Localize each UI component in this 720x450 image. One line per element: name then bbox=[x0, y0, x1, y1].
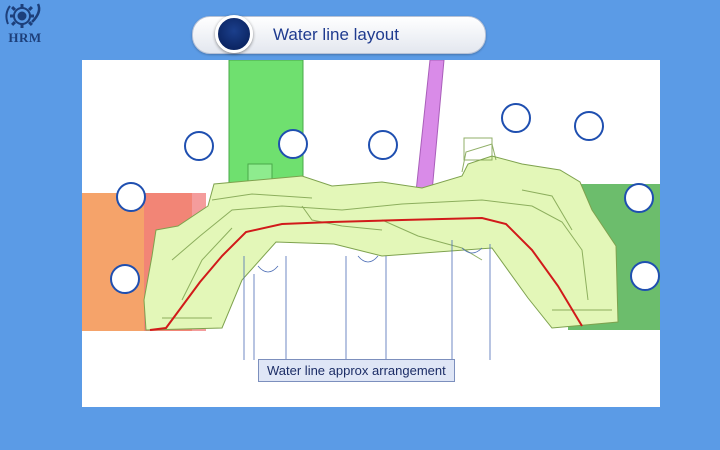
title-bullet-icon bbox=[215, 15, 253, 53]
cooling-marker bbox=[116, 182, 146, 212]
cooling-marker bbox=[574, 111, 604, 141]
sprue-bushing bbox=[228, 60, 304, 185]
logo-text: HRM bbox=[8, 30, 42, 45]
title-banner: Water line layout bbox=[192, 15, 486, 54]
cooling-marker bbox=[630, 261, 660, 291]
diagram-caption: Water line approx arrangement bbox=[258, 359, 455, 382]
company-logo: HRM bbox=[2, 2, 46, 46]
molded-part bbox=[143, 155, 619, 331]
cooling-marker bbox=[184, 131, 214, 161]
cooling-marker bbox=[501, 103, 531, 133]
ejector-pin bbox=[415, 60, 445, 193]
cooling-marker bbox=[110, 264, 140, 294]
cooling-marker bbox=[368, 130, 398, 160]
gear-icon bbox=[5, 3, 41, 28]
mold-diagram: Water line approx arrangement bbox=[82, 60, 660, 407]
cooling-marker bbox=[624, 183, 654, 213]
cooling-marker bbox=[278, 129, 308, 159]
mold-cross-section bbox=[82, 60, 660, 360]
water-line bbox=[149, 216, 583, 331]
page-title: Water line layout bbox=[273, 25, 399, 44]
